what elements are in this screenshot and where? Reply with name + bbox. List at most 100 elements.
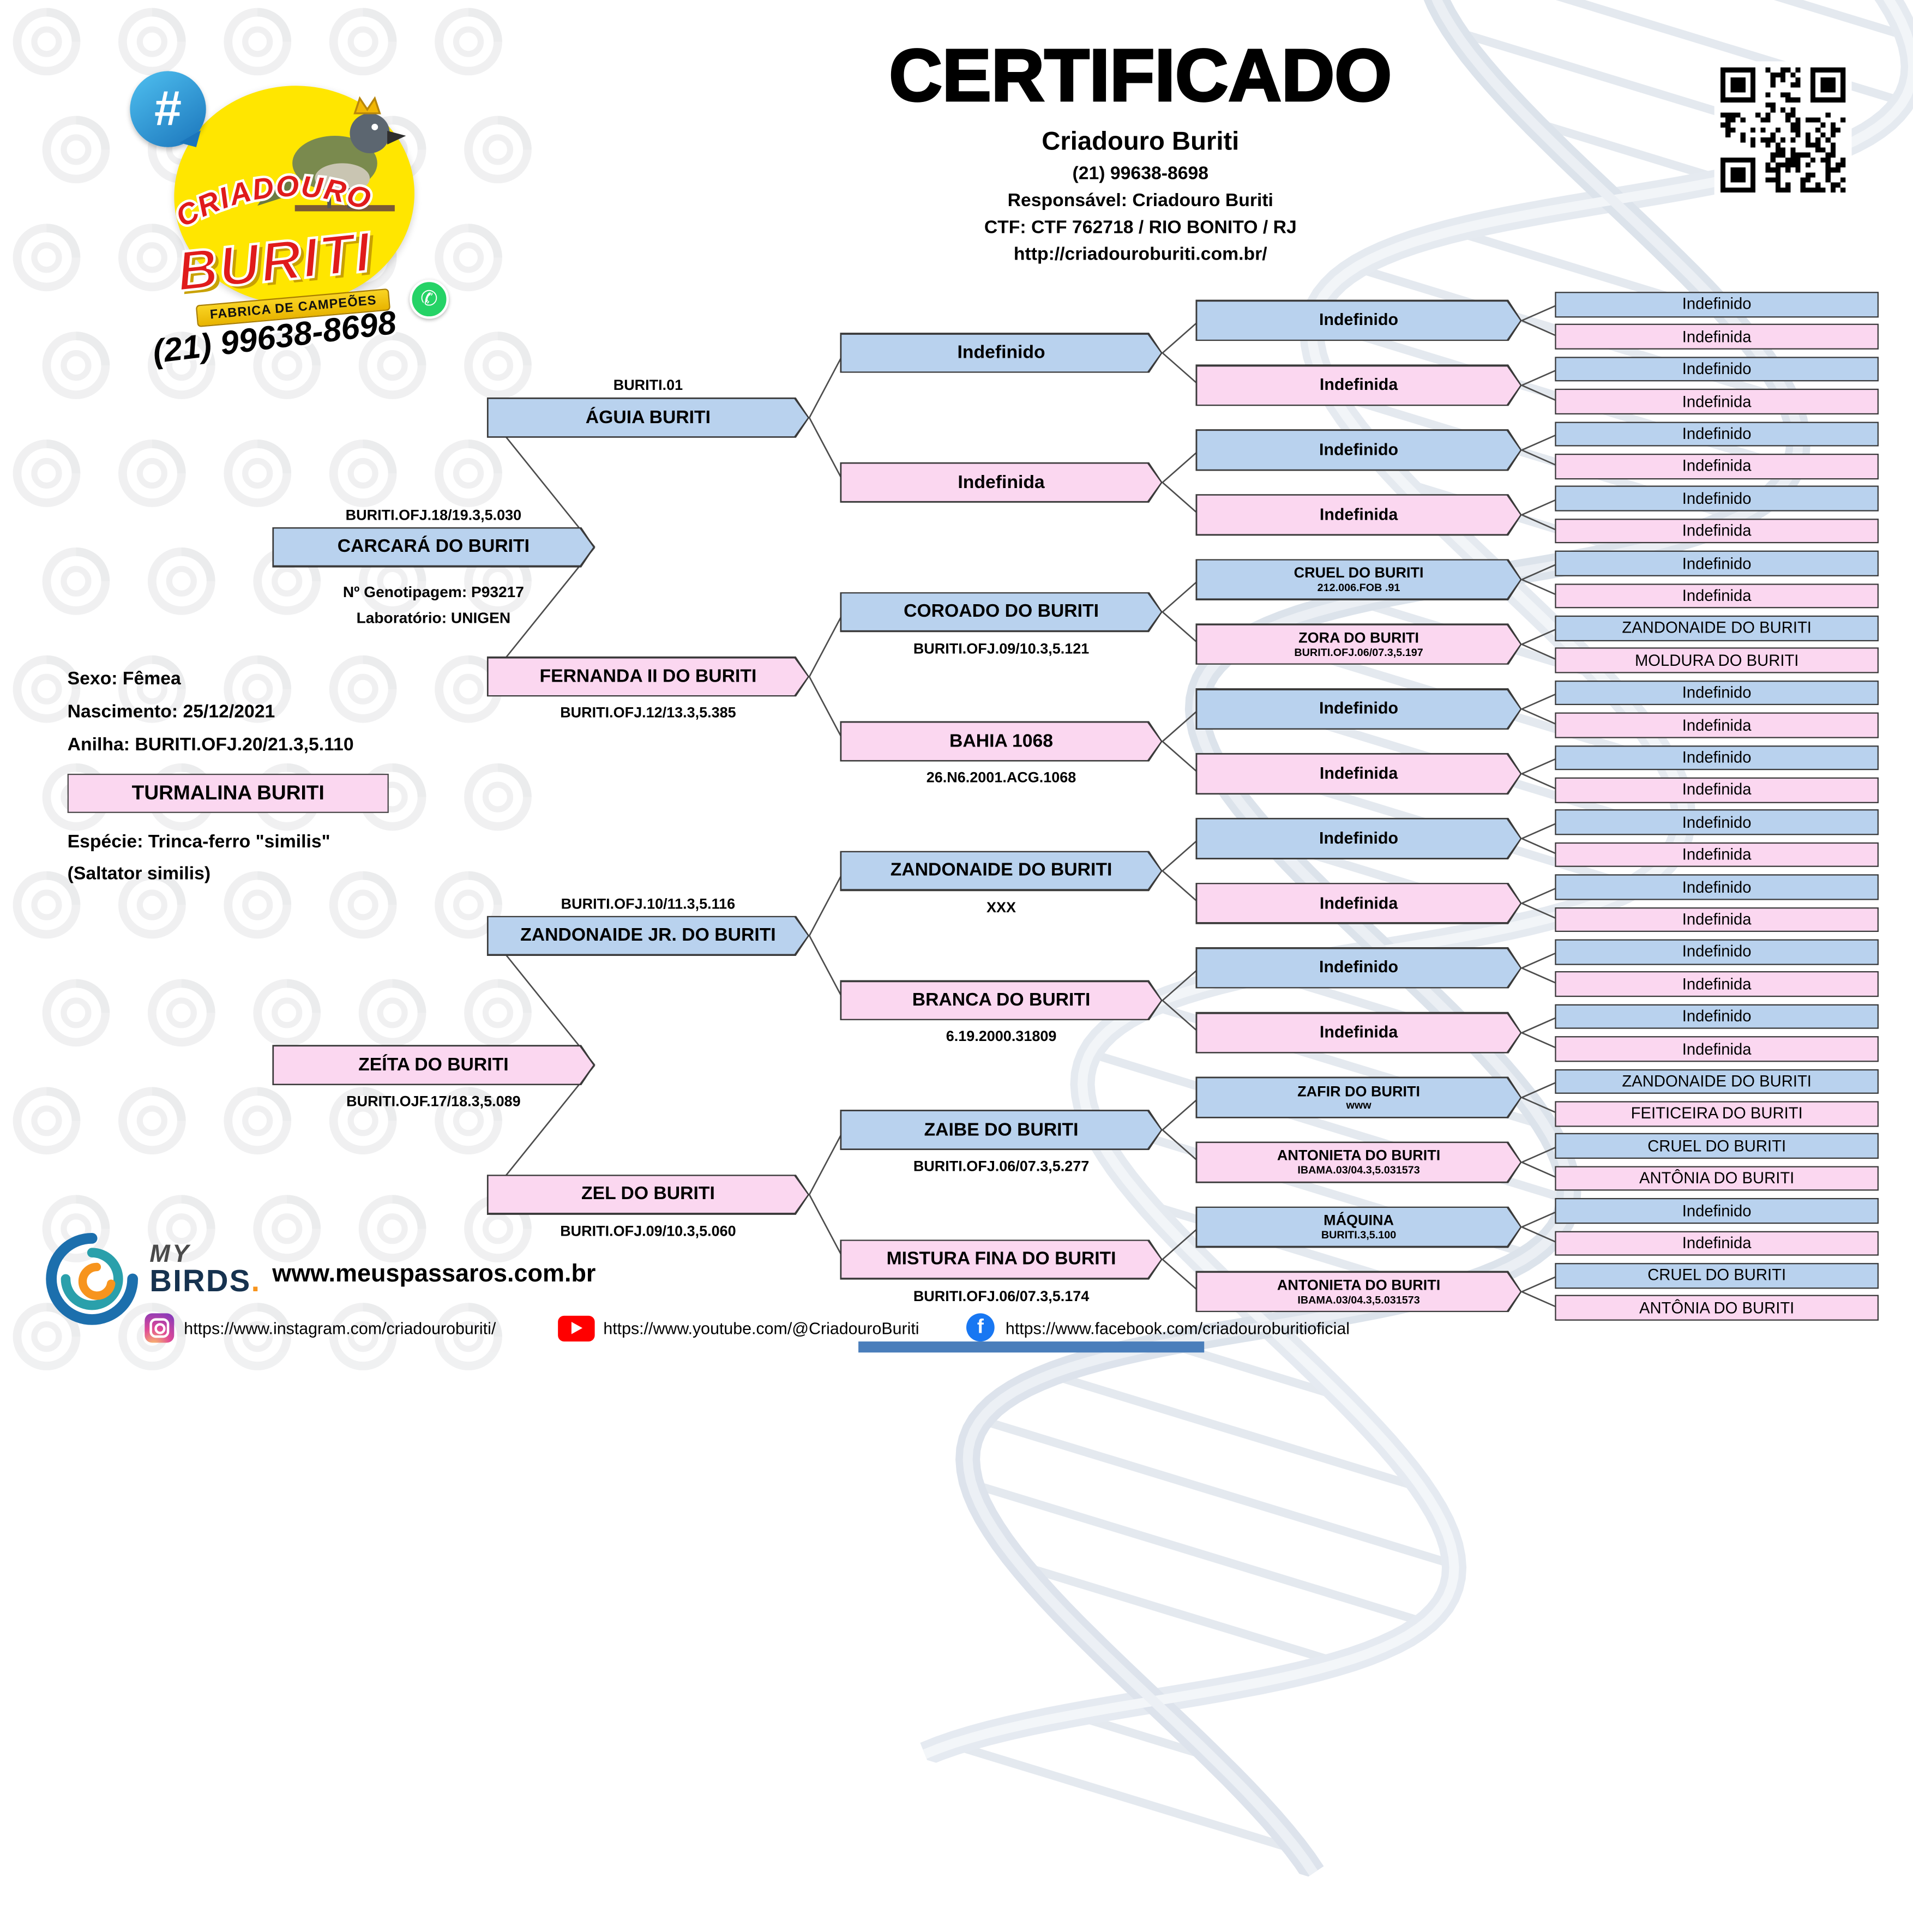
bird-swirl-watermark-icon — [353, 1189, 432, 1268]
logo-criadouro-arc-text: CRIADOURO — [168, 167, 377, 236]
pedigree-box-b29: Indefinido — [1555, 1198, 1879, 1224]
pedigree-ring-inside: 212.006.FOB .91 — [1317, 581, 1400, 593]
pedigree-connector-lines — [490, 304, 1559, 1309]
breeder-website-link[interactable]: http://criadouroburiti.com.br/ — [1013, 244, 1267, 265]
ring-label: XXX — [986, 898, 1016, 916]
ring-label: BURITI.OFJ.06/07.3,5.277 — [913, 1157, 1090, 1175]
breeder-responsible: Responsável: Criadouro Buriti — [1007, 190, 1273, 211]
pedigree-ring-inside: www — [1346, 1099, 1371, 1111]
pedigree-name: Indefinida — [1319, 893, 1398, 912]
youtube-url-link[interactable]: https://www.youtube.com/@CriadouroBuriti — [603, 1319, 919, 1338]
bird-swirl-watermark-icon — [324, 650, 402, 729]
pedigree-name: ZAIBE DO BURITI — [924, 1119, 1079, 1140]
meuspassaros-website-link[interactable]: www.meuspassaros.com.br — [272, 1260, 596, 1288]
hashtag-symbol: # — [154, 81, 182, 136]
subject-birthdate: Nascimento: 25/12/2021 — [67, 701, 275, 723]
youtube-icon[interactable] — [558, 1315, 595, 1342]
pedigree-name: Indefinida — [1682, 974, 1752, 994]
breeder-ctf: CTF: CTF 762718 / RIO BONITO / RJ — [984, 217, 1297, 238]
pedigree-box-b2: Indefinida — [1555, 324, 1879, 350]
pedigree-box-b6: Indefinida — [1555, 454, 1879, 479]
pedigree-name: Indefinido — [1682, 424, 1752, 443]
pedigree-name: ANTÔNIA DO BURITI — [1639, 1169, 1795, 1188]
bird-swirl-watermark-icon — [429, 1081, 508, 1160]
whatsapp-icon: ✆ — [410, 279, 449, 319]
pedigree-box-b12: MOLDURA DO BURITI — [1555, 648, 1879, 673]
facebook-url-link[interactable]: https://www.facebook.com/criadouroburiti… — [1005, 1319, 1350, 1338]
bird-swirl-watermark-icon — [429, 2, 508, 81]
pedigree-box-a3: Indefinido — [1195, 429, 1521, 471]
instagram-url-link[interactable]: https://www.instagram.com/criadouroburit… — [184, 1319, 496, 1338]
pedigree-name: Indefinido — [1682, 489, 1752, 508]
genotype-label: Nº Genotipagem: P93217 — [342, 583, 524, 601]
pedigree-name: ÁGUIA BURITI — [585, 407, 711, 428]
bird-swirl-watermark-icon — [113, 1081, 191, 1160]
ring-label: 26.N6.2001.ACG.1068 — [926, 769, 1076, 786]
pedigree-box-gg2: Indefinida — [840, 462, 1162, 503]
bird-swirl-watermark-icon — [142, 326, 221, 405]
pedigree-name: Indefinido — [1682, 294, 1752, 314]
pedigree-name: COROADO DO BURITI — [904, 601, 1099, 622]
mybirds-logo-icon — [46, 1232, 139, 1325]
pedigree-name: ZEL DO BURITI — [581, 1183, 715, 1205]
pedigree-box-a7: Indefinido — [1195, 688, 1521, 730]
pedigree-box-g1: ÁGUIA BURITI — [487, 398, 809, 438]
pedigree-box-p1: CARCARÁ DO BURITI — [272, 527, 594, 567]
pedigree-box-b20: Indefinida — [1555, 907, 1879, 932]
pedigree-name: Indefinida — [1682, 327, 1752, 346]
bird-swirl-watermark-icon — [429, 434, 508, 513]
ring-label: BURITI.OFJ.10/11.3,5.116 — [561, 894, 736, 912]
pedigree-box-a8: Indefinida — [1195, 753, 1521, 795]
pedigree-box-a12: Indefinida — [1195, 1012, 1521, 1054]
pedigree-box-b4: Indefinida — [1555, 389, 1879, 414]
pedigree-box-a11: Indefinido — [1195, 947, 1521, 989]
hashtag-badge-icon: # — [130, 71, 206, 147]
pedigree-box-b15: Indefinido — [1555, 745, 1879, 771]
pedigree-box-b22: Indefinida — [1555, 971, 1879, 997]
subject-name-box: TURMALINA BURITI — [67, 773, 389, 813]
mybirds-dot: . — [251, 1264, 261, 1299]
mybirds-text-my: MY — [149, 1241, 191, 1268]
pedigree-box-b30: Indefinida — [1555, 1230, 1879, 1256]
pedigree-box-a1: Indefinido — [1195, 300, 1521, 341]
pedigree-name: Indefinida — [1682, 1039, 1752, 1058]
pedigree-name: ANTONIETA DO BURITI — [1277, 1276, 1441, 1294]
pedigree-name: BAHIA 1068 — [949, 730, 1054, 751]
bird-swirl-watermark-icon — [142, 542, 221, 621]
pedigree-name: CRUEL DO BURITI — [1647, 1136, 1786, 1155]
pedigree-name: ZEÍTA DO BURITI — [358, 1054, 509, 1075]
pedigree-box-a4: Indefinida — [1195, 494, 1521, 535]
bird-swirl-watermark-icon — [459, 973, 537, 1052]
pedigree-name: Indefinida — [1682, 586, 1752, 605]
pedigree-name: Indefinida — [1682, 715, 1752, 735]
pedigree-name: ZAFIR DO BURITI — [1297, 1082, 1420, 1100]
pedigree-name: ZANDONAIDE JR. DO BURITI — [520, 924, 776, 946]
bird-swirl-watermark-icon — [353, 973, 432, 1052]
bird-swirl-watermark-icon — [113, 866, 191, 944]
pedigree-box-b23: Indefinido — [1555, 1004, 1879, 1030]
bird-swirl-watermark-icon — [113, 650, 191, 729]
bird-swirl-watermark-icon — [248, 1189, 326, 1268]
ring-label: 6.19.2000.31809 — [946, 1028, 1057, 1045]
bird-swirl-watermark-icon — [142, 973, 221, 1052]
pedigree-name: MOLDURA DO BURITI — [1634, 651, 1799, 670]
pedigree-box-b8: Indefinida — [1555, 518, 1879, 544]
pedigree-name: Indefinido — [1682, 942, 1752, 961]
pedigree-name: CARCARÁ DO BURITI — [337, 536, 530, 557]
pedigree-name: Indefinida — [1319, 375, 1398, 394]
pedigree-box-gg7: ZAIBE DO BURITI — [840, 1110, 1162, 1150]
facebook-icon[interactable]: f — [966, 1313, 995, 1342]
pedigree-name: FEITICEIRA DO BURITI — [1631, 1104, 1803, 1123]
pedigree-box-b13: Indefinido — [1555, 680, 1879, 706]
pedigree-name: Indefinido — [1319, 958, 1399, 977]
pedigree-name: Indefinida — [1319, 1022, 1398, 1042]
bird-swirl-watermark-icon — [324, 434, 402, 513]
pedigree-box-b27: CRUEL DO BURITI — [1555, 1133, 1879, 1159]
subject-species-latin: (Saltator similis) — [67, 863, 211, 884]
pedigree-box-b24: Indefinida — [1555, 1036, 1879, 1062]
bird-swirl-watermark-icon — [113, 2, 191, 81]
pedigree-name: ZANDONAIDE DO BURITI — [890, 860, 1112, 881]
instagram-icon[interactable] — [145, 1313, 175, 1343]
